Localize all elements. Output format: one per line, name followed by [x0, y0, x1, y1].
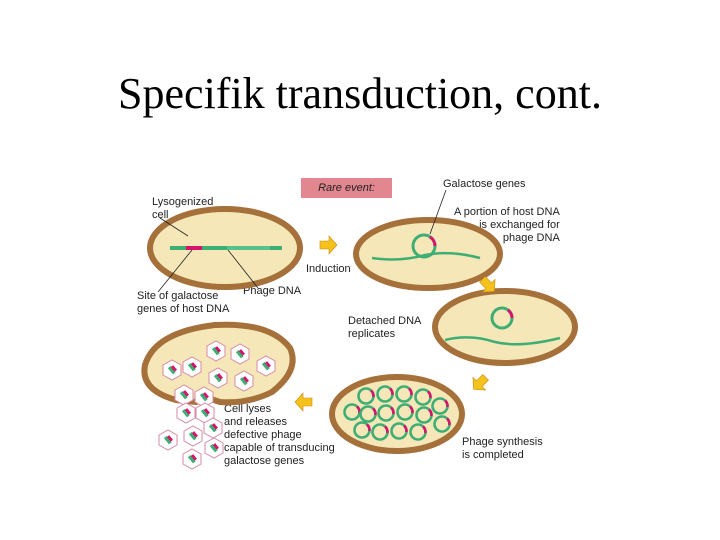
replication-cell — [432, 288, 578, 366]
pointer-lysogenized — [159, 217, 189, 237]
arrow-to-synthesis — [472, 374, 489, 391]
synthesis-cell — [329, 374, 465, 454]
label-lysogenized-cell: Lysogenized cell — [152, 196, 214, 221]
arrow-to-replication — [479, 276, 496, 293]
label-phage-dna: Phage DNA — [243, 285, 302, 297]
lysing-cell — [141, 321, 296, 470]
label-cell-lyses: Cell lyses and releases defective phage … — [224, 403, 335, 467]
label-galactose-genes: Galactose genes — [443, 178, 526, 190]
slide-title: Specifik transduction, cont. — [118, 69, 602, 118]
label-portion-exchanged: A portion of host DNA is exchanged for p… — [454, 206, 560, 244]
pointer-site-galactose — [157, 249, 193, 293]
label-induction: Induction — [306, 263, 351, 275]
rare-event-box: Rare event: — [301, 178, 392, 198]
label-phage-synthesis: Phage synthesis is completed — [462, 436, 543, 461]
lysogenized-cell — [147, 206, 303, 290]
pointer-phage-dna — [227, 249, 259, 289]
arrow-to-lysis — [294, 392, 313, 412]
pointer-galactose-genes — [429, 189, 447, 235]
label-site-of-galactose: Site of galactose genes of host DNA — [137, 290, 230, 315]
excision-cell — [353, 217, 503, 291]
label-detached-dna: Detached DNA replicates — [348, 315, 422, 340]
arrow-induction — [319, 235, 338, 255]
